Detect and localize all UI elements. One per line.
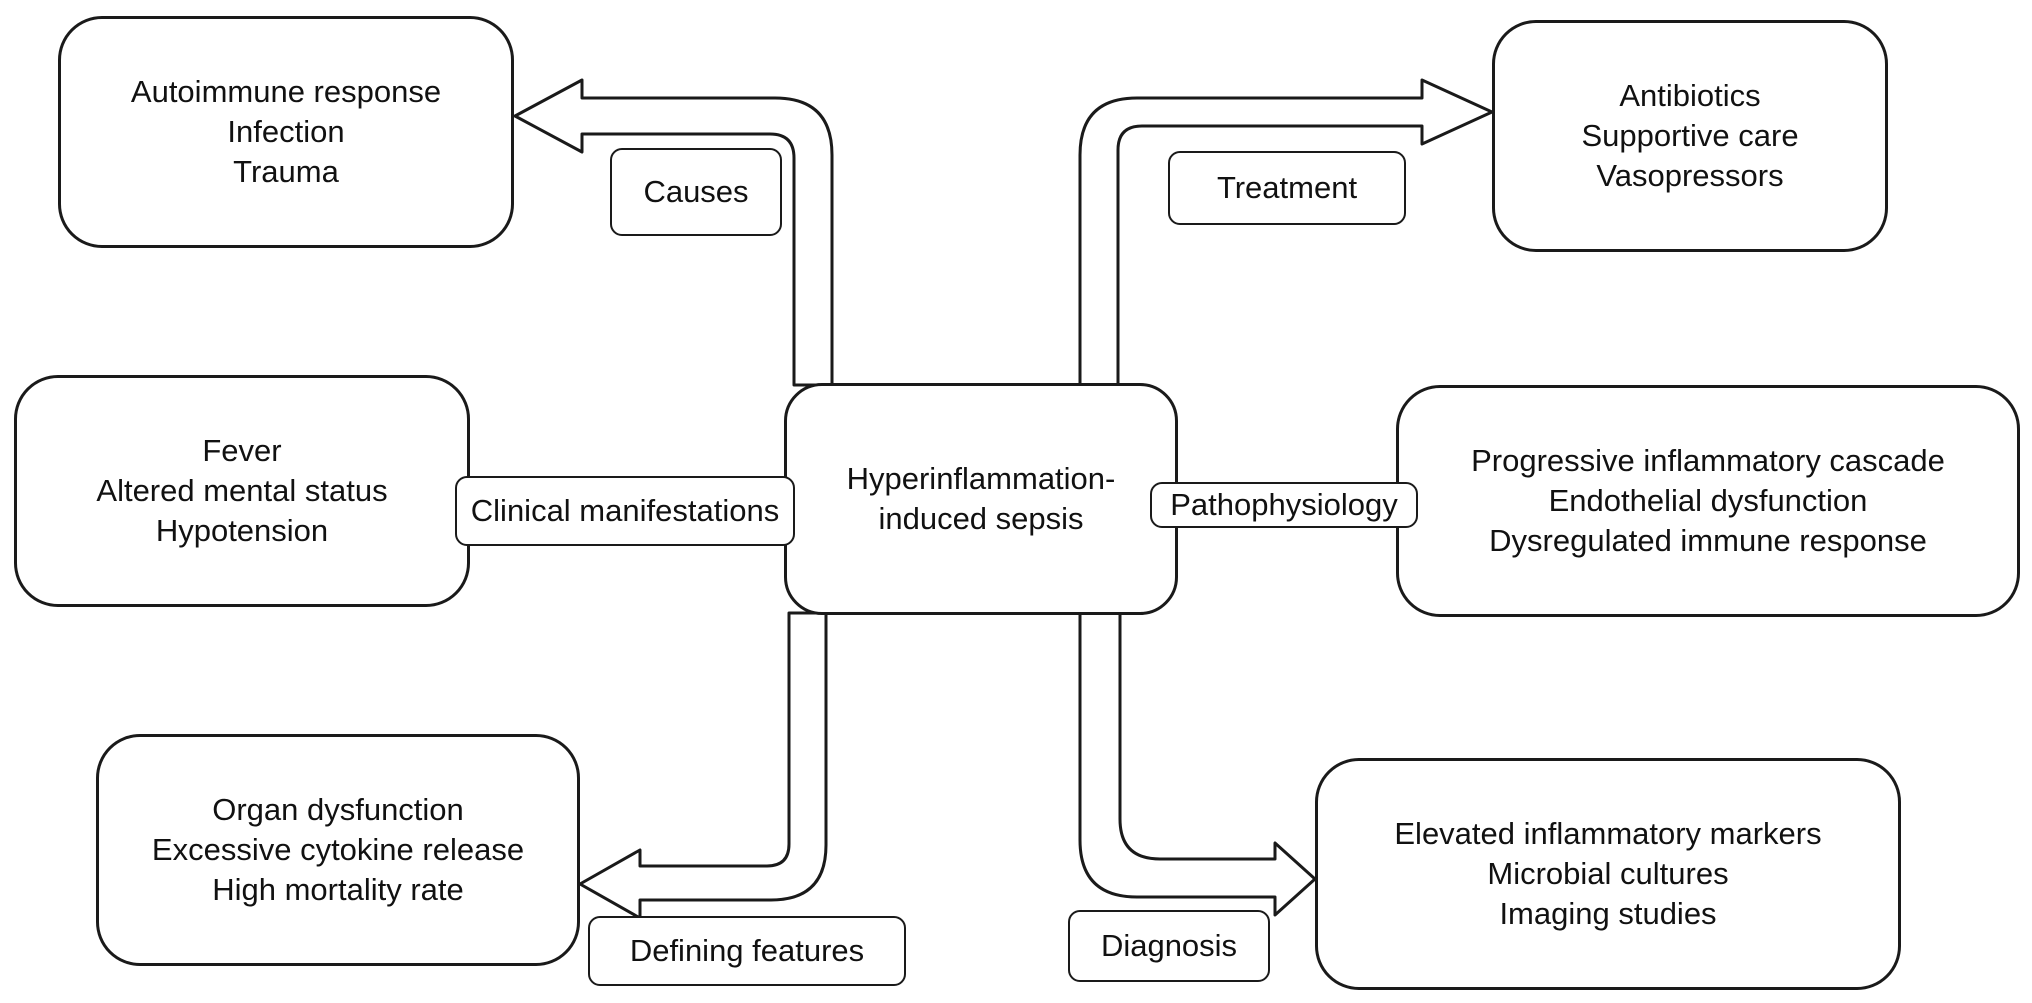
arrow-defining-features [578, 611, 828, 920]
clinical-manifestations-item: Fever [202, 433, 282, 468]
treatment-box: Antibiotics Supportive care Vasopressors [1492, 20, 1888, 252]
causes-box: Autoimmune response Infection Trauma [58, 16, 514, 248]
pathophysiology-item: Endothelial dysfunction [1548, 483, 1868, 518]
diagnosis-item: Microbial cultures [1487, 856, 1729, 891]
clinical-manifestations-item: Hypotension [155, 513, 329, 548]
defining-features-item: Excessive cytokine release [151, 832, 525, 867]
center-node-line: induced sepsis [878, 501, 1084, 536]
defining-features-label: Defining features [588, 916, 906, 986]
causes-item: Infection [227, 114, 345, 149]
treatment-item: Antibiotics [1619, 78, 1761, 113]
defining-features-box: Organ dysfunction Excessive cytokine rel… [96, 734, 580, 966]
clinical-manifestations-label: Clinical manifestations [455, 476, 795, 546]
arrow-causes [513, 78, 834, 387]
center-node: Hyperinflammation- induced sepsis [784, 383, 1178, 615]
treatment-label: Treatment [1168, 151, 1406, 225]
diagnosis-item: Imaging studies [1499, 896, 1717, 931]
causes-label: Causes [610, 148, 782, 236]
pathophysiology-item: Progressive inflammatory cascade [1471, 443, 1945, 478]
causes-item: Trauma [233, 154, 339, 189]
diagnosis-box: Elevated inflammatory markers Microbial … [1315, 758, 1901, 990]
defining-features-item: Organ dysfunction [212, 792, 464, 827]
defining-features-item: High mortality rate [212, 872, 464, 907]
pathophysiology-item: Dysregulated immune response [1489, 523, 1927, 558]
treatment-item: Supportive care [1581, 118, 1799, 153]
arrow-treatment [1078, 78, 1494, 387]
pathophysiology-label: Pathophysiology [1150, 482, 1418, 528]
treatment-item: Vasopressors [1596, 158, 1784, 193]
pathophysiology-box: Progressive inflammatory cascade Endothe… [1396, 385, 2020, 617]
diagnosis-label: Diagnosis [1068, 910, 1270, 982]
clinical-manifestations-item: Altered mental status [96, 473, 388, 508]
arrow-diagnosis [1078, 611, 1317, 917]
diagnosis-item: Elevated inflammatory markers [1394, 816, 1822, 851]
causes-item: Autoimmune response [130, 74, 442, 109]
clinical-manifestations-box: Fever Altered mental status Hypotension [14, 375, 470, 607]
center-node-line: Hyperinflammation- [846, 461, 1116, 496]
